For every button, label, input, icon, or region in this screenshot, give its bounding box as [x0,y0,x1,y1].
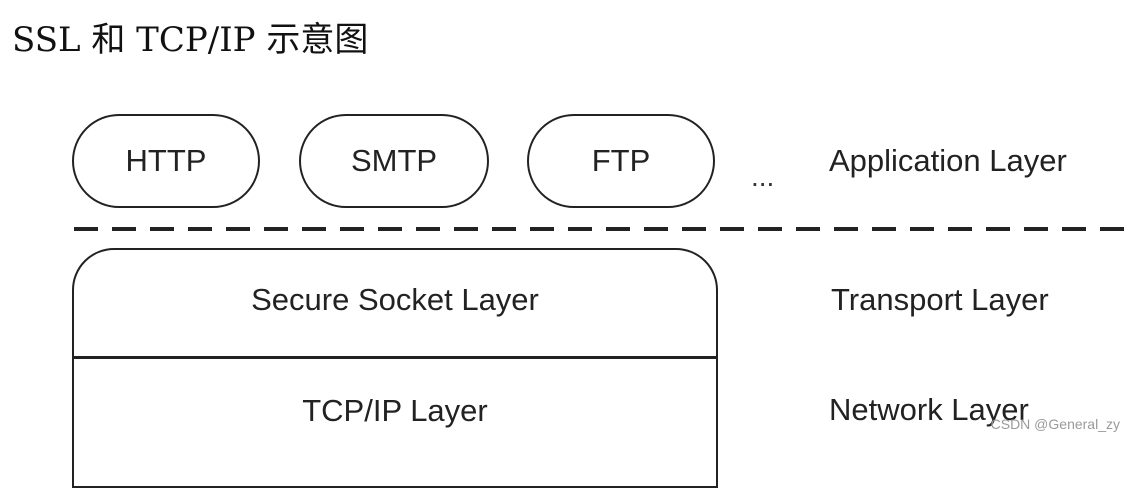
tcpip-layer-label: TCP/IP Layer [302,393,488,428]
watermark-text: CSDN @General_zy [990,416,1120,432]
protocol-stack-box: Secure Socket Layer TCP/IP Layer [72,248,718,488]
network-layer-label: Network Layer [829,392,1029,427]
protocol-node-ftp: FTP [527,114,715,208]
protocol-label: HTTP [125,143,207,178]
protocol-label: FTP [591,143,651,178]
protocol-label: SMTP [350,143,438,178]
layer-divider-dashed-line [74,227,1134,231]
secure-socket-layer-label: Secure Socket Layer [251,282,539,317]
application-layer-label: Application Layer [829,143,1067,178]
more-protocols-ellipsis: ... [751,161,775,192]
stack-divider-line [74,356,716,359]
transport-layer-label: Transport Layer [831,282,1049,317]
protocol-node-smtp: SMTP [299,114,489,208]
protocol-node-http: HTTP [72,114,260,208]
diagram-title: SSL 和 TCP/IP 示意图 [12,20,369,60]
